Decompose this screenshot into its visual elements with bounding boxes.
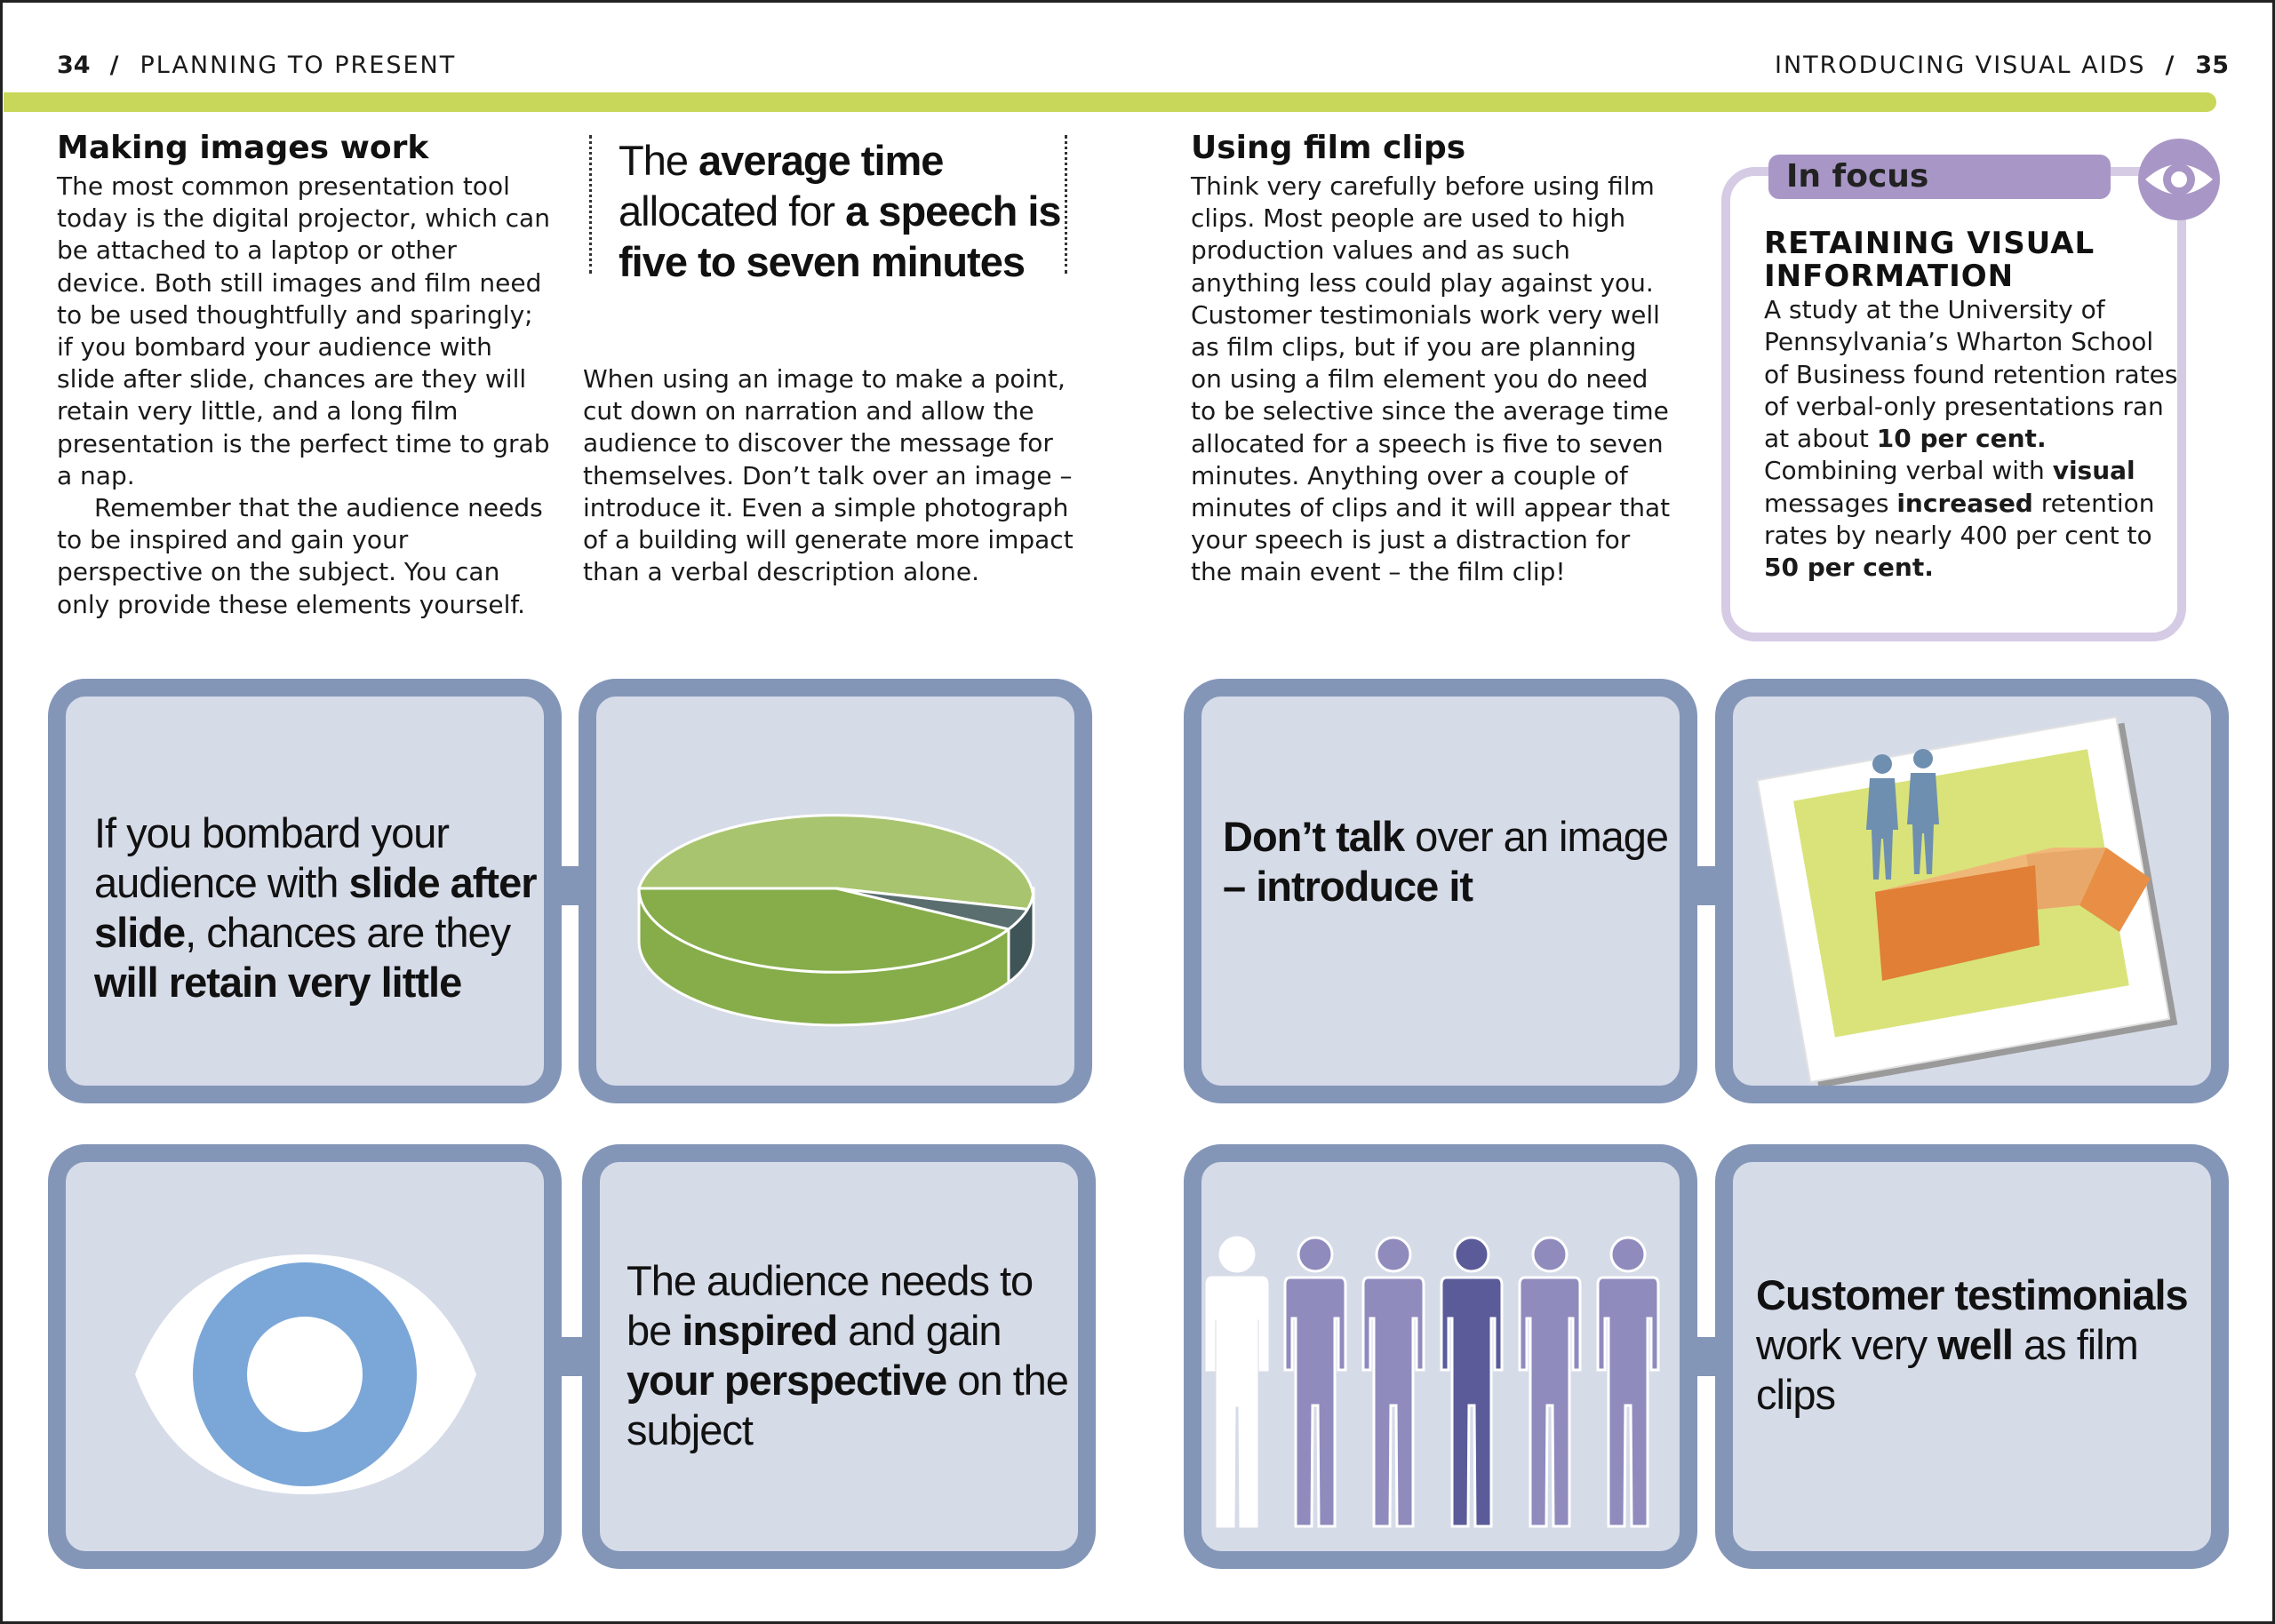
making-images-body: The most common presentation tool today … — [57, 171, 550, 621]
person-figure — [1361, 1236, 1425, 1528]
panel-eye — [48, 1144, 562, 1569]
panel-testimonials-text: Customer testimonials work very well as … — [1756, 1271, 2189, 1418]
making-images-para-2: Remember that the audience needs to be i… — [57, 493, 543, 619]
image-paragraph: When using an image to make a point, cut… — [583, 364, 1074, 587]
in-focus-title: RETAINING VISUAL INFORMATION — [1764, 226, 2095, 294]
making-images-para-1: The most common presentation tool today … — [57, 171, 550, 490]
panel-photo — [1715, 679, 2229, 1103]
in-focus-text: A study at the University of Pennsylvani… — [1764, 295, 2178, 583]
pull-quote: The average time allocated for a speech … — [589, 135, 1067, 285]
person-figure — [1596, 1236, 1660, 1528]
making-images-heading: Making images work — [57, 130, 429, 166]
running-head-right: INTRODUCING VISUAL AIDS/35 — [1775, 52, 2229, 79]
photograph-illustration — [1756, 715, 2178, 1086]
header-rule — [4, 92, 2216, 112]
panel-bombard: If you bombard your audience with slide … — [48, 679, 562, 1103]
in-focus-tab: In focus — [1768, 155, 2111, 199]
film-clips-heading: Using film clips — [1191, 130, 1466, 166]
person-figure — [1283, 1236, 1347, 1528]
running-head-left: 34/PLANNING TO PRESENT — [57, 52, 457, 79]
person-figure — [1205, 1236, 1269, 1528]
panel-dont-talk-text: Don’t talk over an image – introduce it — [1223, 813, 1669, 910]
panel-bombard-text: If you bombard your audience with slide … — [94, 809, 538, 1006]
film-clips-body: Think very carefully before using film c… — [1191, 171, 1671, 587]
panel-people — [1184, 1144, 1697, 1569]
people-row — [1205, 1236, 1660, 1528]
panel-pie-chart — [579, 679, 1092, 1103]
panel-testimonials: Customer testimonials work very well as … — [1715, 1144, 2229, 1569]
eye-icon — [135, 1254, 476, 1494]
panel-dont-talk: Don’t talk over an image – introduce it — [1184, 679, 1697, 1103]
panel-audience: The audience needs to be inspired and ga… — [582, 1144, 1096, 1569]
pie-chart-3d — [636, 814, 1035, 1027]
person-figure — [1518, 1236, 1582, 1528]
person-figure — [1440, 1236, 1504, 1528]
panel-audience-text: The audience needs to be inspired and ga… — [627, 1257, 1069, 1453]
eye-icon — [2138, 139, 2220, 220]
